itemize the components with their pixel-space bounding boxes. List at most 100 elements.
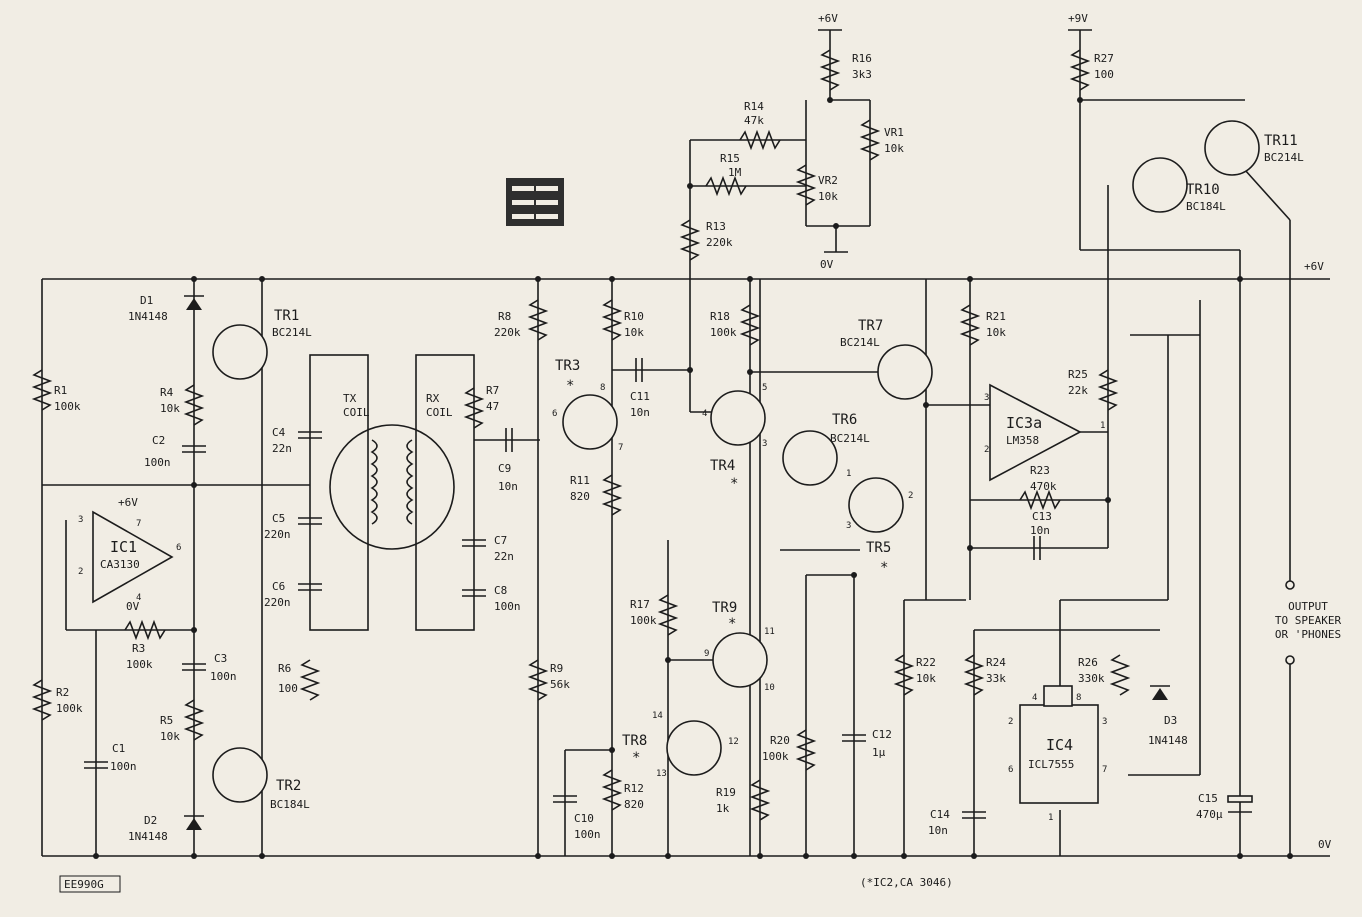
- pin-ic4-1: 1: [1048, 813, 1053, 823]
- r25-value: 22k: [1068, 384, 1088, 397]
- c8-name: C8: [494, 584, 507, 597]
- pin-ic1-2: 2: [78, 567, 83, 577]
- tr7-body: [877, 344, 933, 400]
- tr3-star: *: [566, 378, 574, 394]
- tr11-type: BC214L: [1264, 151, 1304, 164]
- tr3-name: TR3: [555, 358, 580, 374]
- r27-name: R27: [1094, 52, 1114, 65]
- r14-value: 47k: [744, 114, 764, 127]
- r1-name: R1: [54, 384, 67, 397]
- pin-ic1-3: 3: [78, 515, 83, 525]
- r23-name: R23: [1030, 464, 1050, 477]
- tr2-name: TR2: [276, 778, 301, 794]
- c10-name: C10: [574, 812, 594, 825]
- r24-value: 33k: [986, 672, 1006, 685]
- r6-value: 100: [278, 682, 298, 695]
- pin-ic4-2: 2: [1008, 717, 1013, 727]
- d2-name: D2: [144, 814, 157, 827]
- c4-name: C4: [272, 426, 286, 439]
- ic4-type: ICL7555: [1028, 758, 1074, 771]
- tr7-type: BC214L: [840, 336, 880, 349]
- r8-name: R8: [498, 310, 511, 323]
- tr6-body: [782, 430, 838, 486]
- r5-value: 10k: [160, 730, 180, 743]
- rail-labels: +6V +9V +6V 0V 0V +6V 0V: [118, 12, 1332, 851]
- pin-tr4-3: 3: [762, 439, 767, 449]
- c11-name: C11: [630, 390, 650, 403]
- c13-value: 10n: [1030, 524, 1050, 537]
- tr2-type: BC184L: [270, 798, 310, 811]
- ic1-body: [92, 510, 174, 604]
- c6-value: 220n: [264, 596, 291, 609]
- pin-tr5-1: 1: [846, 469, 851, 479]
- d1-name: D1: [140, 294, 153, 307]
- c1-name: C1: [112, 742, 125, 755]
- pin-tr4-5: 5: [762, 383, 767, 393]
- rail-label-0v-top: 0V: [820, 258, 834, 271]
- r25-name: R25: [1068, 368, 1088, 381]
- tr5-body: [848, 477, 904, 533]
- ic1-zero-label: 0V: [126, 600, 140, 613]
- c4-value: 22n: [272, 442, 292, 455]
- r4-name: R4: [160, 386, 174, 399]
- c2-name: C2: [152, 434, 165, 447]
- junction-dots: [93, 97, 1293, 859]
- pin-ic1-4: 4: [136, 593, 141, 603]
- ic1-name: IC1: [110, 538, 137, 556]
- ic-labels: IC1 CA3130 IC3a LM358 IC4 ICL7555: [100, 414, 1074, 771]
- r11-value: 820: [570, 490, 590, 503]
- r26-value: 330k: [1078, 672, 1105, 685]
- rail-label-6v-top: +6V: [818, 12, 838, 25]
- tr1-body: [212, 324, 268, 380]
- vr1-value: 10k: [884, 142, 904, 155]
- r22-name: R22: [916, 656, 936, 669]
- pin-ic3-1: 1: [1100, 421, 1105, 431]
- r26-name: R26: [1078, 656, 1098, 669]
- c12-name: C12: [872, 728, 892, 741]
- c9-name: C9: [498, 462, 511, 475]
- r13-name: R13: [706, 220, 726, 233]
- c7-name: C7: [494, 534, 507, 547]
- ic1-type: CA3130: [100, 558, 140, 571]
- ic1-pos-label: +6V: [118, 496, 138, 509]
- c6-name: C6: [272, 580, 285, 593]
- r21-value: 10k: [986, 326, 1006, 339]
- r1-value: 100k: [54, 400, 81, 413]
- c5-name: C5: [272, 512, 285, 525]
- c13-name: C13: [1032, 510, 1052, 523]
- r17-value: 100k: [630, 614, 657, 627]
- tr6-name: TR6: [832, 412, 857, 428]
- c2-value: 100n: [144, 456, 171, 469]
- ic4-body: [1019, 704, 1099, 804]
- tr4-body: [710, 390, 766, 446]
- tr10-type: BC184L: [1186, 200, 1226, 213]
- rail-label-0v-right: 0V: [1318, 838, 1332, 851]
- pin-tr3-7: 7: [618, 443, 623, 453]
- tr9-star: *: [728, 616, 736, 632]
- pin-ic4-3: 3: [1102, 717, 1107, 727]
- rails: [41, 29, 1330, 857]
- c15-name: C15: [1198, 792, 1218, 805]
- rail-label-6v-right: +6V: [1304, 260, 1324, 273]
- pin-tr4-4: 4: [702, 409, 707, 419]
- c3-value: 100n: [210, 670, 237, 683]
- r12-value: 820: [624, 798, 644, 811]
- transistor-labels: TR1 BC214L TR2 BC184L TR3 * TR4 * TR5 * …: [270, 133, 1304, 811]
- tr1-name: TR1: [274, 308, 299, 324]
- r18-value: 100k: [710, 326, 737, 339]
- ic3a-name: IC3a: [1006, 414, 1042, 432]
- r9-name: R9: [550, 662, 563, 675]
- tr1-type: BC214L: [272, 326, 312, 339]
- r24-name: R24: [986, 656, 1006, 669]
- pin-ic3-2: 2: [984, 445, 989, 455]
- pin-ic1-6: 6: [176, 543, 181, 553]
- pin-tr9-10: 10: [764, 683, 775, 693]
- tr8-star: *: [632, 750, 640, 766]
- r13-value: 220k: [706, 236, 733, 249]
- c12-value: 1µ: [872, 746, 886, 759]
- r2-name: R2: [56, 686, 69, 699]
- r8-value: 220k: [494, 326, 521, 339]
